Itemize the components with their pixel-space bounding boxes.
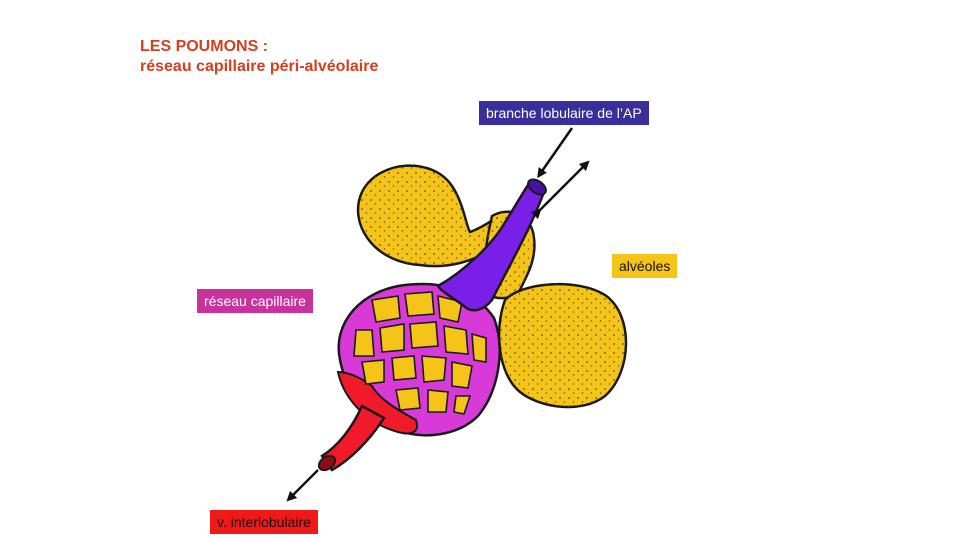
capillary-mesh <box>353 291 487 415</box>
alveoli-texture <box>358 165 627 408</box>
arrow-air-exchange <box>530 160 590 220</box>
label-artery-branch: branche lobulaire de l’AP <box>479 101 649 125</box>
vein-tube <box>320 404 386 472</box>
label-interlobular-vein: v. interlobulaire <box>210 510 318 534</box>
vein-opening <box>317 454 337 472</box>
label-capillary-network: réseau capillaire <box>197 289 313 313</box>
arrow-blood-in <box>537 127 574 179</box>
title-line-2: réseau capillaire péri-alvéolaire <box>140 58 379 75</box>
page-title: LES POUMONS : réseau capillaire péri-alv… <box>140 37 378 77</box>
label-alveoli: alvéoles <box>612 254 678 278</box>
arrow-blood-out <box>286 469 319 502</box>
artery-branch <box>436 180 546 312</box>
title-line-1: LES POUMONS : <box>140 38 269 55</box>
